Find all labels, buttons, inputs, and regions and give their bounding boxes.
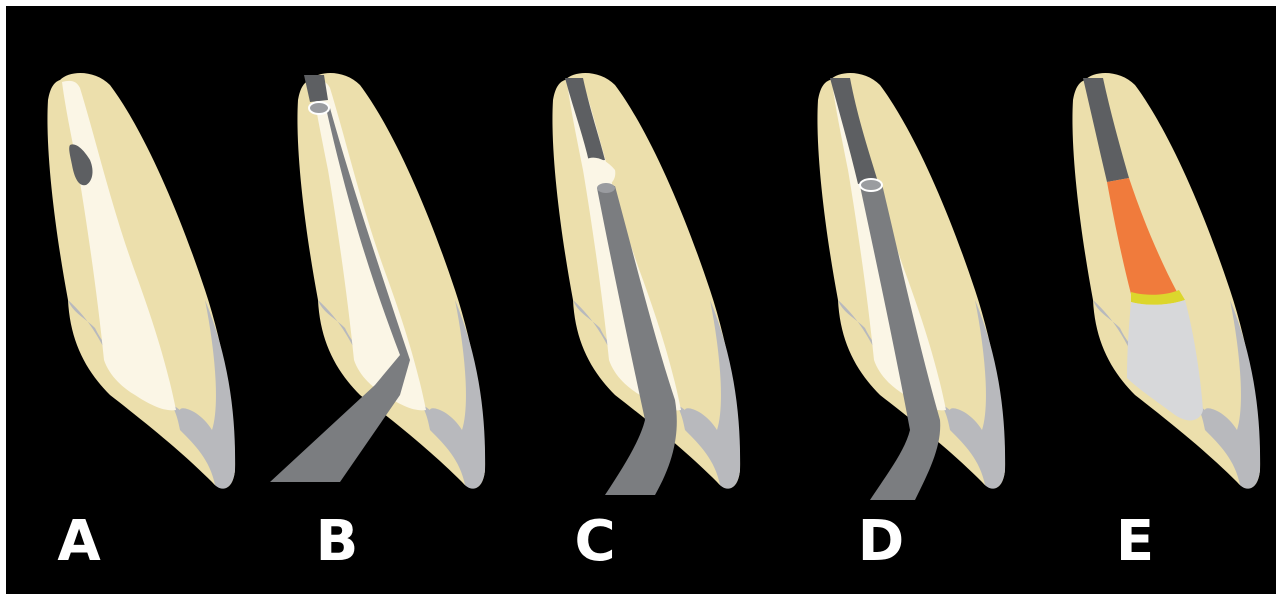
panel-label-B: B xyxy=(297,512,377,572)
tooth-C xyxy=(552,73,740,495)
panel-label-D: D xyxy=(841,512,921,572)
panel-label-C: C xyxy=(555,512,635,572)
panel-label-A: A xyxy=(39,512,119,572)
tooth-D xyxy=(817,73,1005,500)
panel-label-E: E xyxy=(1095,512,1175,572)
tooth-B xyxy=(270,73,485,489)
tooth-A xyxy=(47,73,235,489)
tooth-E xyxy=(1072,73,1260,489)
